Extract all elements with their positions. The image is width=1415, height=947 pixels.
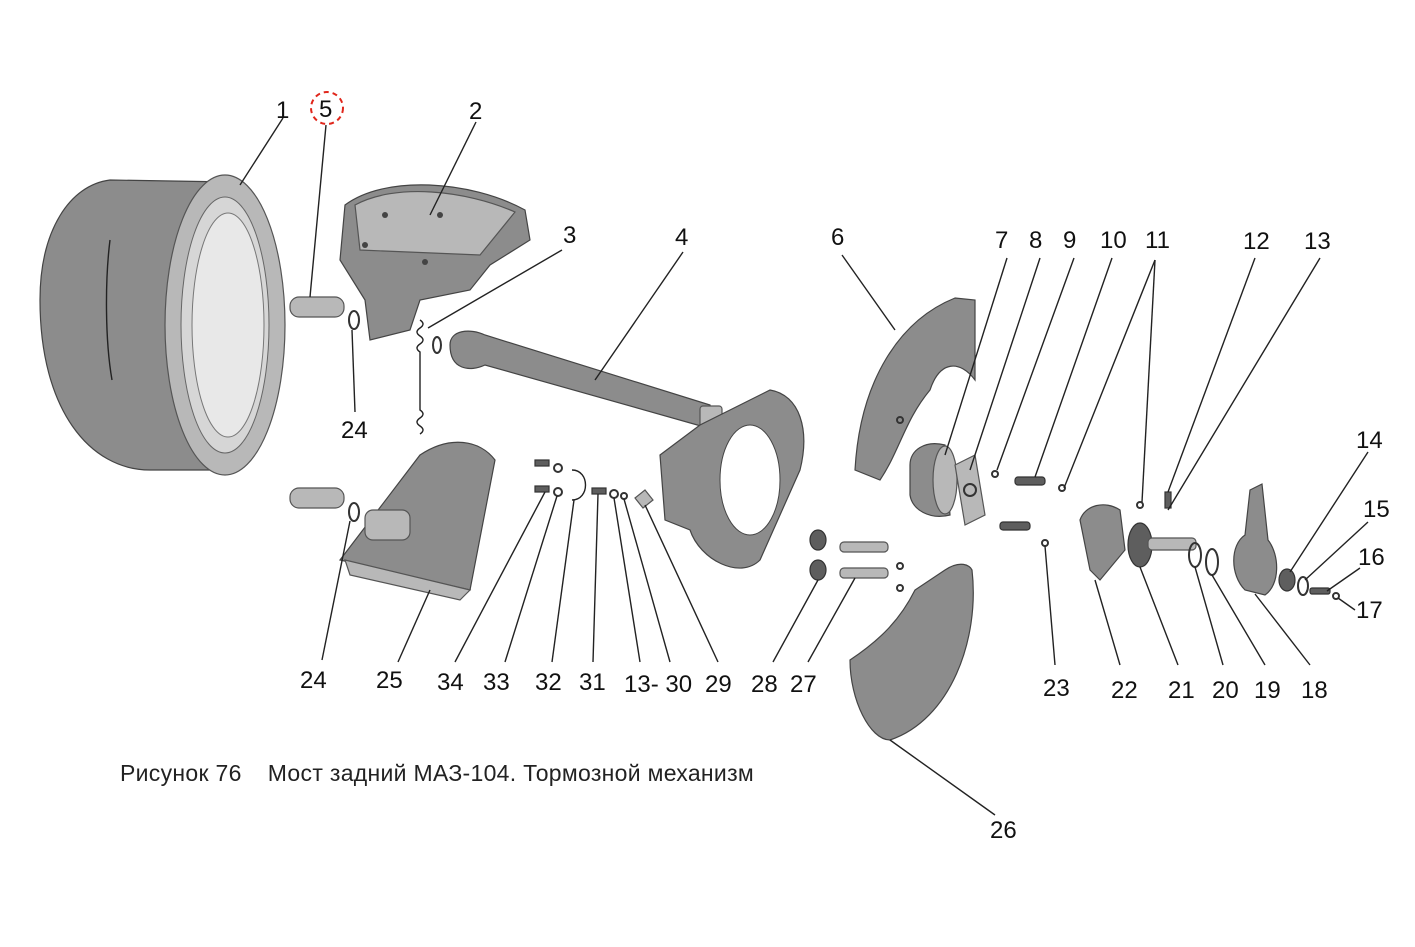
callout-34: 34	[437, 669, 464, 696]
callout-14: 14	[1356, 427, 1383, 454]
callout-13: 13	[1304, 228, 1331, 255]
part-cam-hub	[909, 443, 958, 517]
part-lower-dust-shield	[849, 563, 974, 741]
part-return-spring	[416, 319, 442, 435]
callout-15: 15	[1363, 496, 1390, 523]
part-shoe-pin-lower	[289, 487, 360, 522]
part-worm-housing	[1079, 504, 1126, 581]
callout-4: 4	[675, 224, 688, 251]
callout-9: 9	[1063, 227, 1076, 254]
callout-7: 7	[995, 227, 1008, 254]
callout-5: 5	[319, 96, 332, 123]
callout-19: 19	[1254, 677, 1281, 704]
part-upper-dust-shield	[854, 297, 976, 481]
callout-12: 12	[1243, 228, 1270, 255]
callout-24-upper: 24	[341, 417, 368, 444]
callout-6: 6	[831, 224, 844, 251]
part-brake-bracket	[659, 389, 805, 569]
callout-28: 28	[751, 671, 778, 698]
callout-27: 27	[790, 671, 817, 698]
callout-31: 31	[579, 669, 606, 696]
callout-21: 21	[1168, 677, 1195, 704]
part-lower-brake-shoe	[338, 441, 496, 601]
callout-17: 17	[1356, 597, 1383, 624]
figure-number: Рисунок 76	[120, 760, 242, 786]
callout-13-30: 13- 30	[624, 671, 692, 698]
callout-29: 29	[705, 671, 732, 698]
callout-3: 3	[563, 222, 576, 249]
part-anchor-pins	[809, 529, 904, 592]
part-brake-drum	[39, 174, 286, 476]
figure-caption: Рисунок 76 Мост задний МАЗ-104. Тормозной…	[120, 760, 754, 787]
part-slack-adjuster-lever	[1233, 483, 1278, 596]
callout-23: 23	[1043, 675, 1070, 702]
callout-5-highlight-ring	[310, 91, 344, 125]
callout-8: 8	[1029, 227, 1042, 254]
callout-22: 22	[1111, 677, 1138, 704]
part-end-washers	[1278, 568, 1340, 600]
callout-26: 26	[990, 817, 1017, 844]
callout-33: 33	[483, 669, 510, 696]
callout-25: 25	[376, 667, 403, 694]
callout-11: 11	[1145, 227, 1170, 254]
callout-10: 10	[1100, 227, 1127, 254]
callout-18: 18	[1301, 677, 1328, 704]
callout-20: 20	[1212, 677, 1239, 704]
callout-1: 1	[276, 97, 289, 124]
part-small-fasteners	[534, 459, 654, 509]
callout-16: 16	[1358, 544, 1385, 571]
callout-2: 2	[469, 98, 482, 125]
part-camshaft	[449, 330, 723, 431]
callout-32: 32	[535, 669, 562, 696]
callout-labels: 1 5 2 3 4 6 7 8 9 10 11 12 13 14 15 16 1…	[276, 96, 1390, 844]
part-shoe-pin-upper	[289, 296, 360, 330]
part-hub-plate	[954, 454, 986, 526]
figure-title: Мост задний МАЗ-104. Тормозной механизм	[267, 760, 755, 786]
callout-24-lower: 24	[300, 667, 327, 694]
part-upper-brake-shoe	[339, 184, 531, 341]
leader-lines	[239, 117, 1369, 816]
